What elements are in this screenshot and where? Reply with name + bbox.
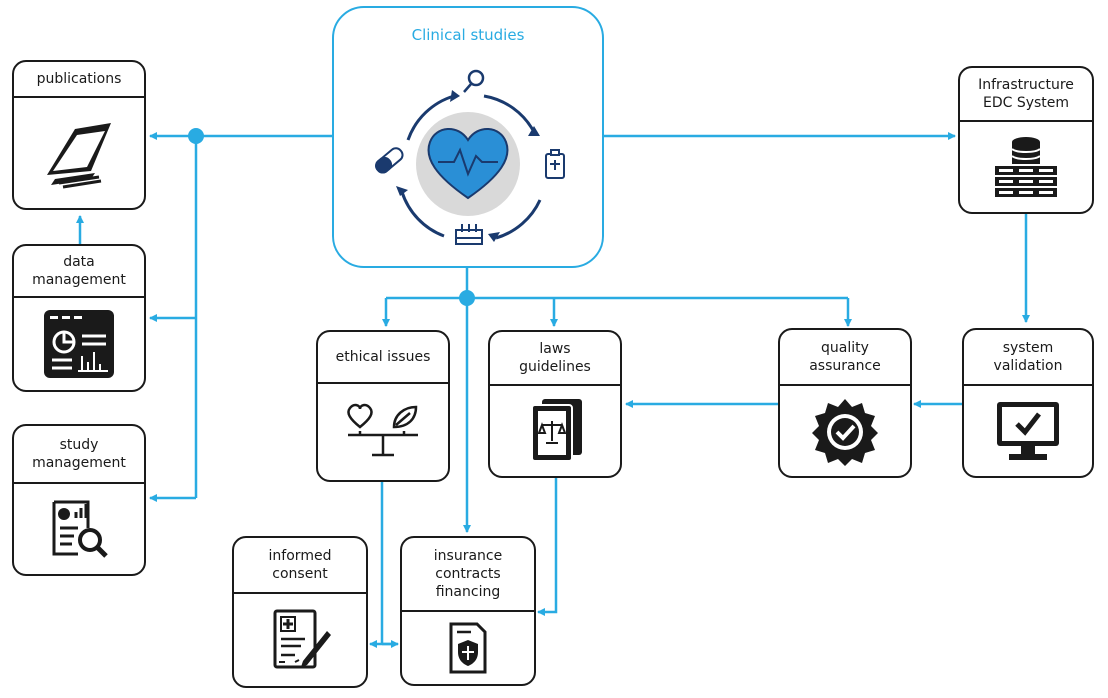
system-validation-box: system validation (962, 328, 1094, 478)
ethical-issues-label: ethical issues (335, 349, 431, 365)
publications-label: publications (36, 71, 122, 87)
laws-guidelines-label: laws guidelines (519, 341, 591, 375)
publications-box: publications (12, 60, 146, 210)
quality-assurance-label: quality assurance (809, 340, 881, 374)
junction-dot-left (188, 128, 204, 144)
infrastructure-label: Infrastructure EDC System (978, 77, 1074, 111)
informed-consent-box: informed consent (232, 536, 368, 688)
heart-cycle-icon (375, 69, 565, 245)
infrastructure-box: Infrastructure EDC System (958, 66, 1094, 214)
clinical-studies-box: Clinical studies (332, 6, 604, 268)
quality-badge-icon (812, 399, 878, 466)
server-database-icon (995, 137, 1057, 197)
data-management-label: data management (32, 254, 126, 288)
laws-guidelines-box: laws guidelines (488, 330, 622, 478)
insurance-contracts-financing-box: insurance contracts financing (400, 536, 536, 686)
dashboard-icon (44, 310, 114, 378)
diagram-title: Clinical studies (411, 26, 525, 44)
report-search-icon (52, 500, 108, 558)
quality-assurance-box: quality assurance (778, 328, 912, 478)
data-management-box: data management (12, 244, 146, 392)
consent-form-icon (273, 609, 331, 669)
monitor-check-icon (997, 402, 1059, 460)
law-book-icon (531, 399, 582, 462)
ethical-issues-box: ethical issues (316, 330, 450, 482)
insurance-label: insurance contracts financing (433, 548, 503, 600)
study-management-label: study management (32, 437, 126, 471)
scale-heart-leaf-icon (347, 403, 418, 457)
junction-dot-bottom (459, 290, 475, 306)
shield-document-icon (449, 622, 487, 674)
connector-laws-to-insurance (537, 478, 558, 616)
system-validation-label: system validation (993, 340, 1063, 374)
informed-consent-label: informed consent (268, 548, 332, 582)
study-management-box: study management (12, 424, 146, 576)
documents-stack-icon (47, 123, 111, 189)
